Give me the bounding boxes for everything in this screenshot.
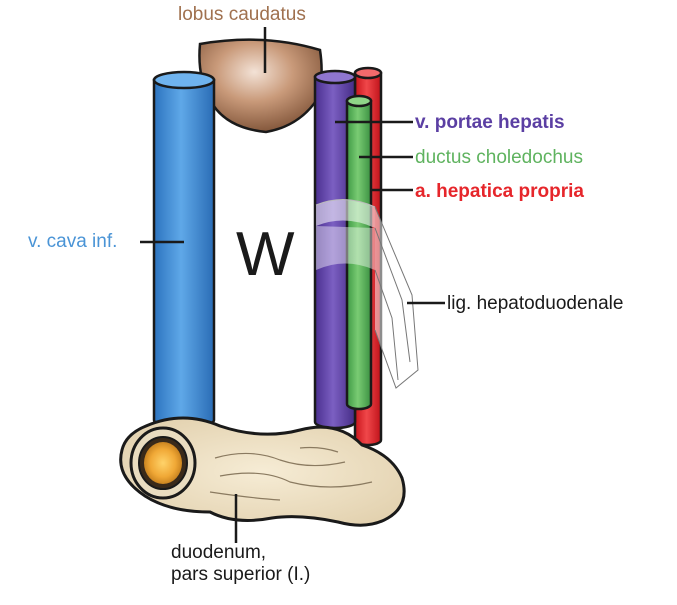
v-portae-hepatis-label: v. portae hepatis — [415, 112, 565, 134]
foramen-letter: W — [236, 222, 295, 288]
duodenum-label: duodenum, pars superior (I.) — [171, 542, 310, 586]
v-cava-inf-label: v. cava inf. — [28, 231, 117, 253]
duodenum-label-line1: duodenum, — [171, 542, 310, 564]
a-hepatica-propria-label: a. hepatica propria — [415, 181, 584, 203]
ductus-choledochus-label: ductus choledochus — [415, 147, 583, 169]
lig-hepatoduodenale-label: lig. hepatoduodenale — [447, 293, 623, 315]
lobus-caudatus-label: lobus caudatus — [178, 4, 306, 26]
duodenum-label-line2: pars superior (I.) — [171, 564, 310, 586]
lobus-caudatus-shape — [199, 40, 321, 132]
duodenum-lumen — [131, 428, 195, 498]
v-cava-inf-vessel — [154, 72, 214, 428]
